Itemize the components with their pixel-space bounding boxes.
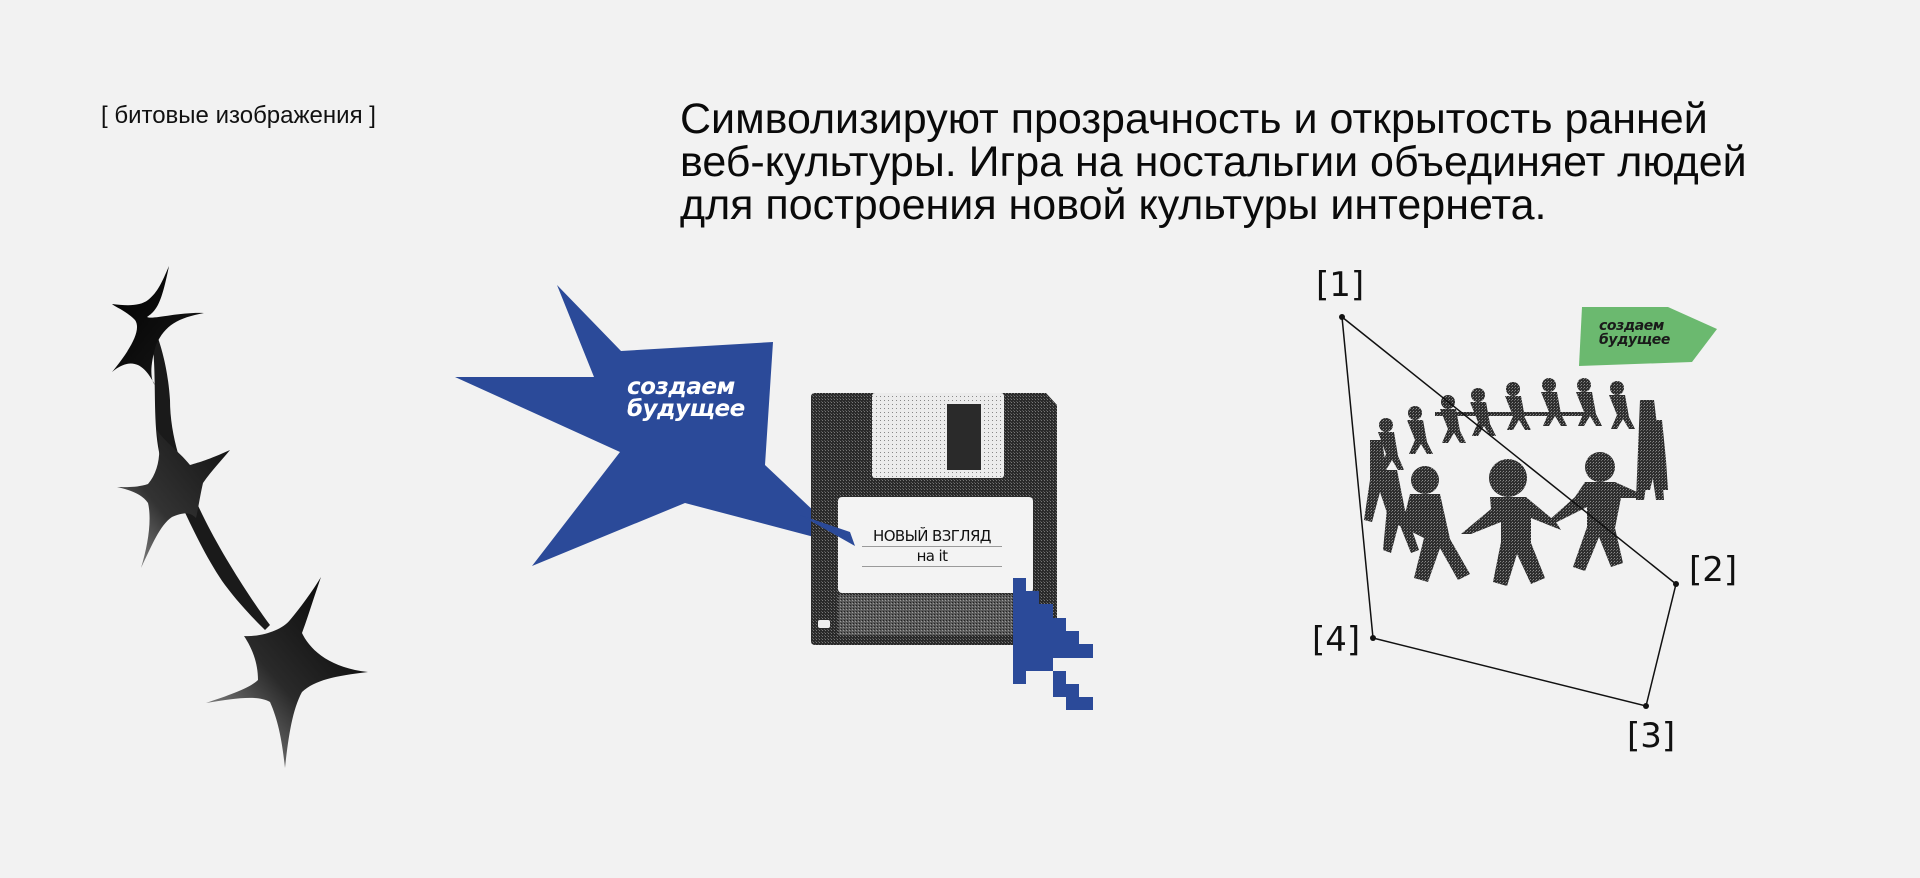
- floppy-disk-icon: [800, 393, 1057, 645]
- sticker-line: создаем: [1599, 318, 1664, 334]
- floppy-label: НОВЫЙ ВЗГЛЯД на it: [862, 527, 1002, 567]
- green-sticker-text: создаем будущее: [1599, 319, 1670, 347]
- section-label: [ битовые изображения ]: [101, 102, 376, 129]
- point-label-1: [1]: [1316, 265, 1365, 305]
- sticker-line: будущее: [627, 396, 745, 422]
- headline-line: для построения новой культуры интернета.: [680, 181, 1547, 229]
- pixel-cursor-icon: [1013, 578, 1093, 710]
- floppy-label-line: НОВЫЙ ВЗГЛЯД: [862, 527, 1002, 547]
- headline-line: веб-культуры. Игра на ностальгии объедин…: [680, 138, 1747, 186]
- point-label-3: [3]: [1627, 716, 1676, 756]
- point-label-4: [4]: [1312, 620, 1361, 660]
- green-flag-sticker: [1579, 307, 1717, 366]
- headline: Символизируют прозрачность и открытость …: [680, 98, 1880, 227]
- connector-points: [1339, 314, 1679, 709]
- sticker-line: создаем: [627, 374, 735, 400]
- sparkle-stars-icon: [112, 266, 368, 768]
- sticker-line: будущее: [1599, 332, 1671, 348]
- point-label-2: [2]: [1689, 550, 1738, 590]
- blue-star-sticker: [455, 285, 852, 566]
- headline-line: Символизируют прозрачность и открытость …: [680, 95, 1708, 143]
- floppy-label-line: на it: [862, 547, 1002, 567]
- blue-sticker-text: создаем будущее: [627, 374, 745, 422]
- people-circle-icon: [1364, 378, 1668, 586]
